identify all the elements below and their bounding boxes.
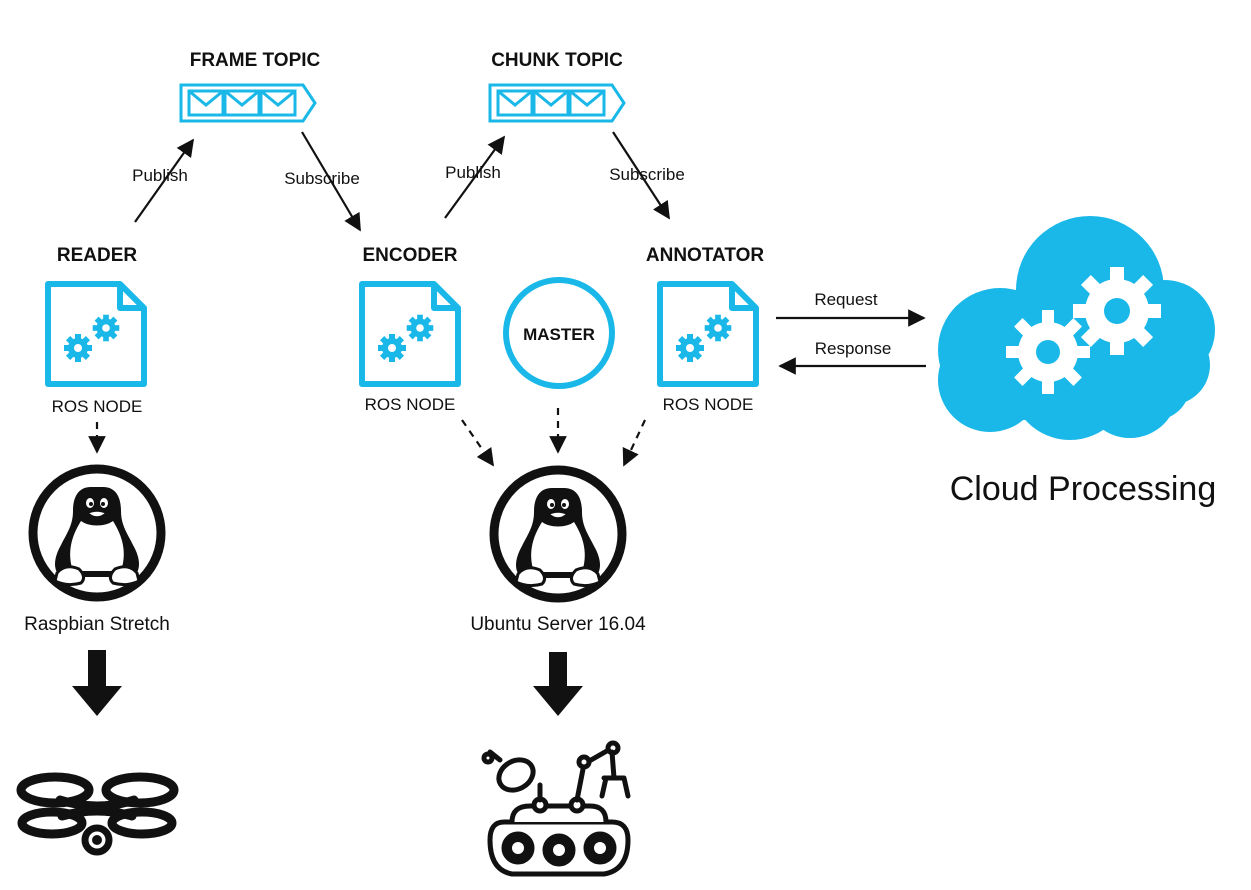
reader-publish-arrow: [134, 138, 195, 223]
cloud-gears-icon: [938, 216, 1215, 440]
frame-topic-message-queue-icon: [179, 83, 317, 123]
raspbian-down-arrow: [72, 650, 122, 716]
master-node-title: MASTER: [523, 325, 595, 344]
frame-subscribe-label: Subscribe: [284, 169, 360, 188]
annotator-os-dashed-arrow: [622, 419, 646, 467]
robot-rover-icon: [481, 740, 631, 877]
chunk-topic-title: CHUNK TOPIC: [491, 50, 623, 71]
ubuntu-linux-penguin-icon: [494, 470, 622, 598]
chunk-subscribe-label: Subscribe: [609, 165, 685, 184]
drone-icon: [16, 772, 179, 856]
response-label: Response: [815, 339, 892, 358]
encoder-os-dashed-arrow: [461, 419, 494, 467]
encoder-node-title: ENCODER: [362, 245, 457, 266]
master-node-circle: [503, 277, 615, 389]
encoder-publish-label: Publish: [445, 163, 501, 182]
chunk-topic-message-queue-icon: [488, 83, 626, 123]
reader-gear-document-icon: [48, 284, 144, 384]
raspbian-linux-penguin-icon: [33, 469, 161, 597]
cloud-processing-title: Cloud Processing: [950, 470, 1216, 508]
frame-topic-title: FRAME TOPIC: [190, 50, 321, 71]
ubuntu-down-arrow: [533, 652, 583, 716]
reader-publish-label: Publish: [132, 166, 188, 185]
annotator-node-title: ANNOTATOR: [646, 245, 764, 266]
reader-node-title: READER: [57, 245, 138, 266]
encoder-gear-document-icon: [362, 284, 458, 384]
raspbian-os-label: Raspbian Stretch: [24, 614, 170, 635]
frame-subscribe-arrow: [301, 131, 361, 232]
encoder-node-caption: ROS NODE: [365, 395, 456, 414]
ubuntu-os-label: Ubuntu Server 16.04: [470, 614, 646, 635]
encoder-publish-arrow: [444, 135, 506, 219]
annotator-gear-document-icon: [660, 284, 756, 384]
request-label: Request: [814, 290, 878, 309]
reader-node-caption: ROS NODE: [52, 397, 143, 416]
chunk-subscribe-arrow: [612, 131, 670, 220]
annotator-node-caption: ROS NODE: [663, 395, 754, 414]
